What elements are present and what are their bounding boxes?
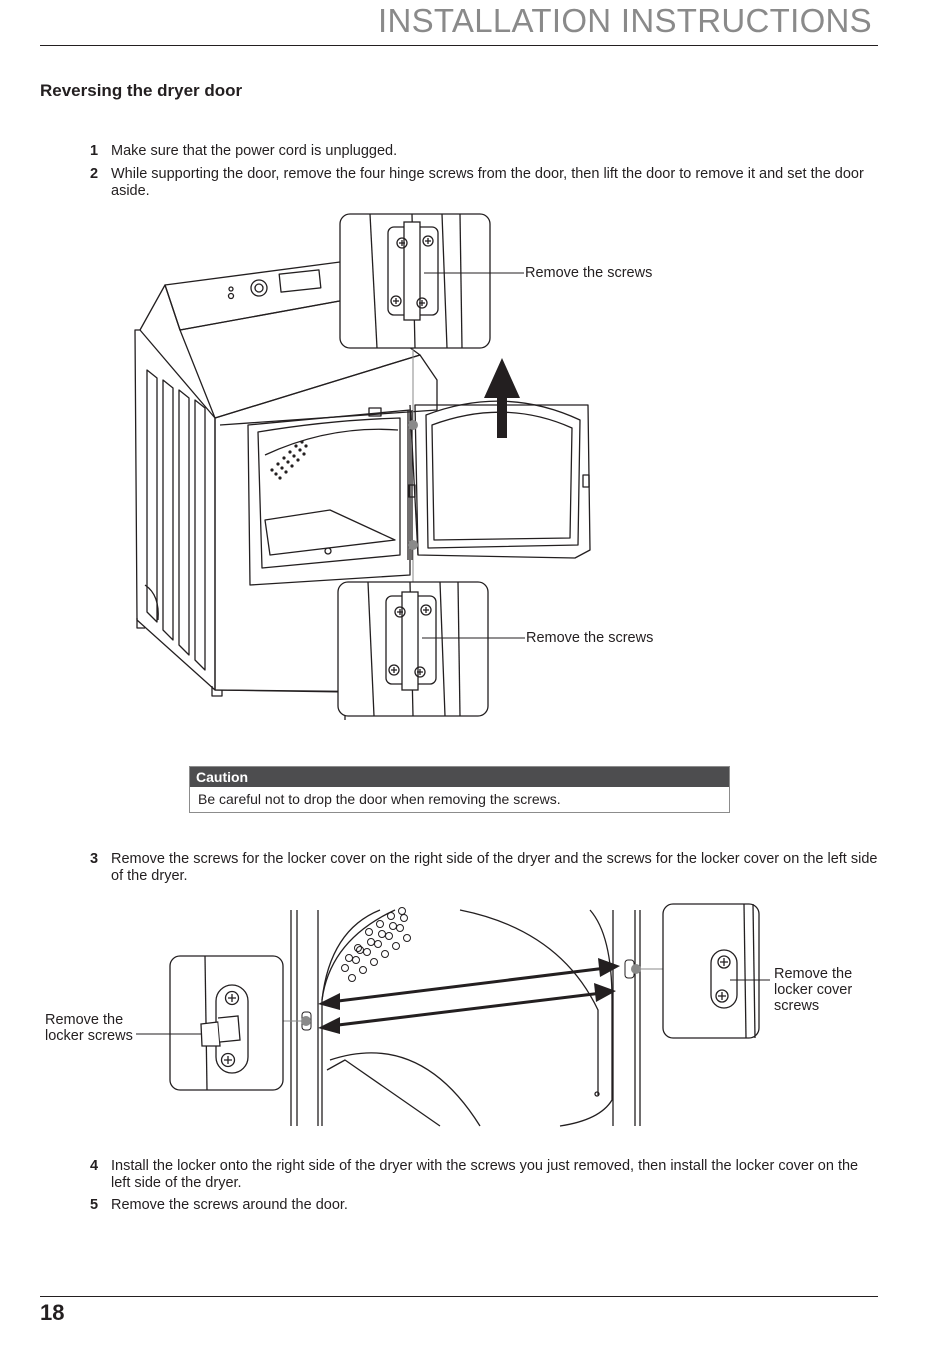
step-number: 3: [90, 851, 99, 867]
caution-heading: Caution: [190, 767, 729, 787]
caution-text: Be careful not to drop the door when rem…: [198, 791, 561, 807]
step-number: 5: [90, 1197, 99, 1213]
section-title: Reversing the dryer door: [40, 81, 243, 100]
step-text: Remove the screws for the locker cover o…: [111, 851, 878, 884]
step-text: Make sure that the power cord is unplugg…: [111, 143, 398, 159]
callout-line: Remove the: [774, 966, 853, 982]
callout-line: Remove the: [45, 1012, 124, 1028]
hinge-zoom-top: [339, 213, 524, 349]
dryer-door-removal-illustration: [134, 213, 591, 720]
hinge-zoom-bottom: [337, 581, 525, 717]
page-header-title: INSTALLATION INSTRUCTIONS: [378, 2, 872, 39]
callout-line: locker cover: [774, 982, 853, 998]
callout-remove-screws-top: Remove the screws: [525, 265, 653, 281]
step-number: 1: [90, 143, 99, 159]
callout-line: locker screws: [45, 1028, 133, 1044]
step-number: 4: [90, 1158, 99, 1174]
callout-remove-locker-cover-screws: Remove the locker cover screws: [774, 966, 852, 1014]
header-divider: [40, 45, 878, 46]
page-number: 18: [40, 1300, 65, 1325]
callout-remove-locker-screws: Remove the locker screws: [45, 1012, 133, 1044]
caution-box: Caution Be careful not to drop the door …: [189, 766, 730, 813]
step-text: Remove the screws around the door.: [111, 1197, 348, 1213]
step-number: 2: [90, 166, 99, 182]
callout-remove-screws-bottom: Remove the screws: [526, 630, 654, 646]
locker-zoom-right: [662, 903, 770, 1039]
locker-zoom-left: [136, 955, 284, 1091]
footer-divider: [40, 1296, 878, 1297]
callout-line: screws: [774, 998, 820, 1014]
step-text: Install the locker onto the right side o…: [111, 1158, 859, 1191]
step-text: While supporting the door, remove the fo…: [111, 166, 864, 199]
locker-swap-illustration: [136, 903, 770, 1127]
